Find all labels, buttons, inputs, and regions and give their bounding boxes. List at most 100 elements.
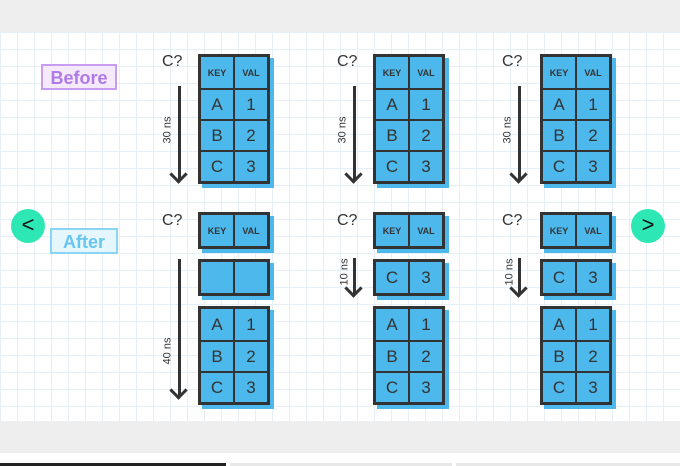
key-header: KEY xyxy=(382,67,402,78)
val-cell: 3 xyxy=(233,373,267,402)
val-cell: 2 xyxy=(233,121,267,150)
progress-segment-2[interactable] xyxy=(230,463,452,466)
val-cell: 3 xyxy=(575,373,609,402)
key-cell: C xyxy=(385,156,399,176)
key-cell: A xyxy=(386,314,398,334)
key-cell: B xyxy=(553,346,565,366)
key-header: KEY xyxy=(207,225,227,236)
down-arrow-icon xyxy=(353,258,356,295)
table-header-row: KEY VAL xyxy=(376,57,442,88)
val-header: VAL xyxy=(575,215,609,246)
next-button[interactable]: > xyxy=(631,209,665,243)
table-header-row: KEY VAL xyxy=(201,215,267,246)
table-header-row: KEY VAL xyxy=(543,215,609,246)
down-arrow-icon xyxy=(353,86,356,181)
query-text: C? xyxy=(162,212,183,229)
after-header-table: KEY VAL xyxy=(540,212,612,249)
progress-segment-1[interactable] xyxy=(0,463,226,466)
cache-empty-row xyxy=(198,259,270,296)
bottom-bar xyxy=(0,421,680,453)
val-cell: 2 xyxy=(575,121,609,150)
key-cell: C xyxy=(385,377,399,397)
val-header: VAL xyxy=(408,215,442,246)
val-cell: 1 xyxy=(575,90,609,119)
val-header: VAL xyxy=(575,57,609,88)
down-arrow-icon xyxy=(518,86,521,181)
key-cell: A xyxy=(211,94,223,114)
latency-label: 30 ns xyxy=(501,116,514,144)
progress-segment-3[interactable] xyxy=(456,463,680,466)
key-cell xyxy=(201,262,233,293)
after-header-table: KEY VAL xyxy=(198,212,270,249)
key-cell: C xyxy=(552,156,566,176)
latency-label: 10 ns xyxy=(338,258,351,286)
key-cell: C xyxy=(385,267,399,287)
key-cell: B xyxy=(211,346,223,366)
down-arrow-icon xyxy=(178,86,181,181)
key-cell: C xyxy=(210,156,224,176)
top-bar xyxy=(0,0,680,32)
val-cell xyxy=(233,262,267,293)
after-label: After xyxy=(50,228,118,254)
val-cell: 3 xyxy=(408,262,442,293)
query-text: C? xyxy=(162,53,183,70)
down-arrow-icon xyxy=(178,259,181,397)
key-cell: B xyxy=(386,125,398,145)
query-text: C? xyxy=(502,53,523,70)
table-header-row: KEY VAL xyxy=(543,57,609,88)
val-header: VAL xyxy=(233,57,267,88)
table-row xyxy=(201,262,267,293)
val-header: VAL xyxy=(408,57,442,88)
key-cell: A xyxy=(553,314,565,334)
val-cell: 2 xyxy=(408,342,442,371)
key-cell: B xyxy=(211,125,223,145)
query-text: C? xyxy=(502,212,523,229)
val-cell: 1 xyxy=(233,309,267,340)
latency-label: 30 ns xyxy=(336,116,349,144)
val-cell: 3 xyxy=(575,262,609,293)
val-cell: 2 xyxy=(408,121,442,150)
key-cell: A xyxy=(386,94,398,114)
val-cell: 1 xyxy=(408,309,442,340)
key-header: KEY xyxy=(549,67,569,78)
val-cell: 3 xyxy=(575,152,609,181)
val-cell: 2 xyxy=(575,342,609,371)
val-cell: 2 xyxy=(233,342,267,371)
key-cell: B xyxy=(553,125,565,145)
val-header: VAL xyxy=(233,215,267,246)
before-label: Before xyxy=(41,64,117,90)
val-cell: 1 xyxy=(233,90,267,119)
prev-button[interactable]: < xyxy=(11,209,45,243)
key-cell: A xyxy=(553,94,565,114)
key-cell: A xyxy=(211,314,223,334)
key-header: KEY xyxy=(549,225,569,236)
key-cell: C xyxy=(210,377,224,397)
latency-label: 10 ns xyxy=(503,258,516,286)
